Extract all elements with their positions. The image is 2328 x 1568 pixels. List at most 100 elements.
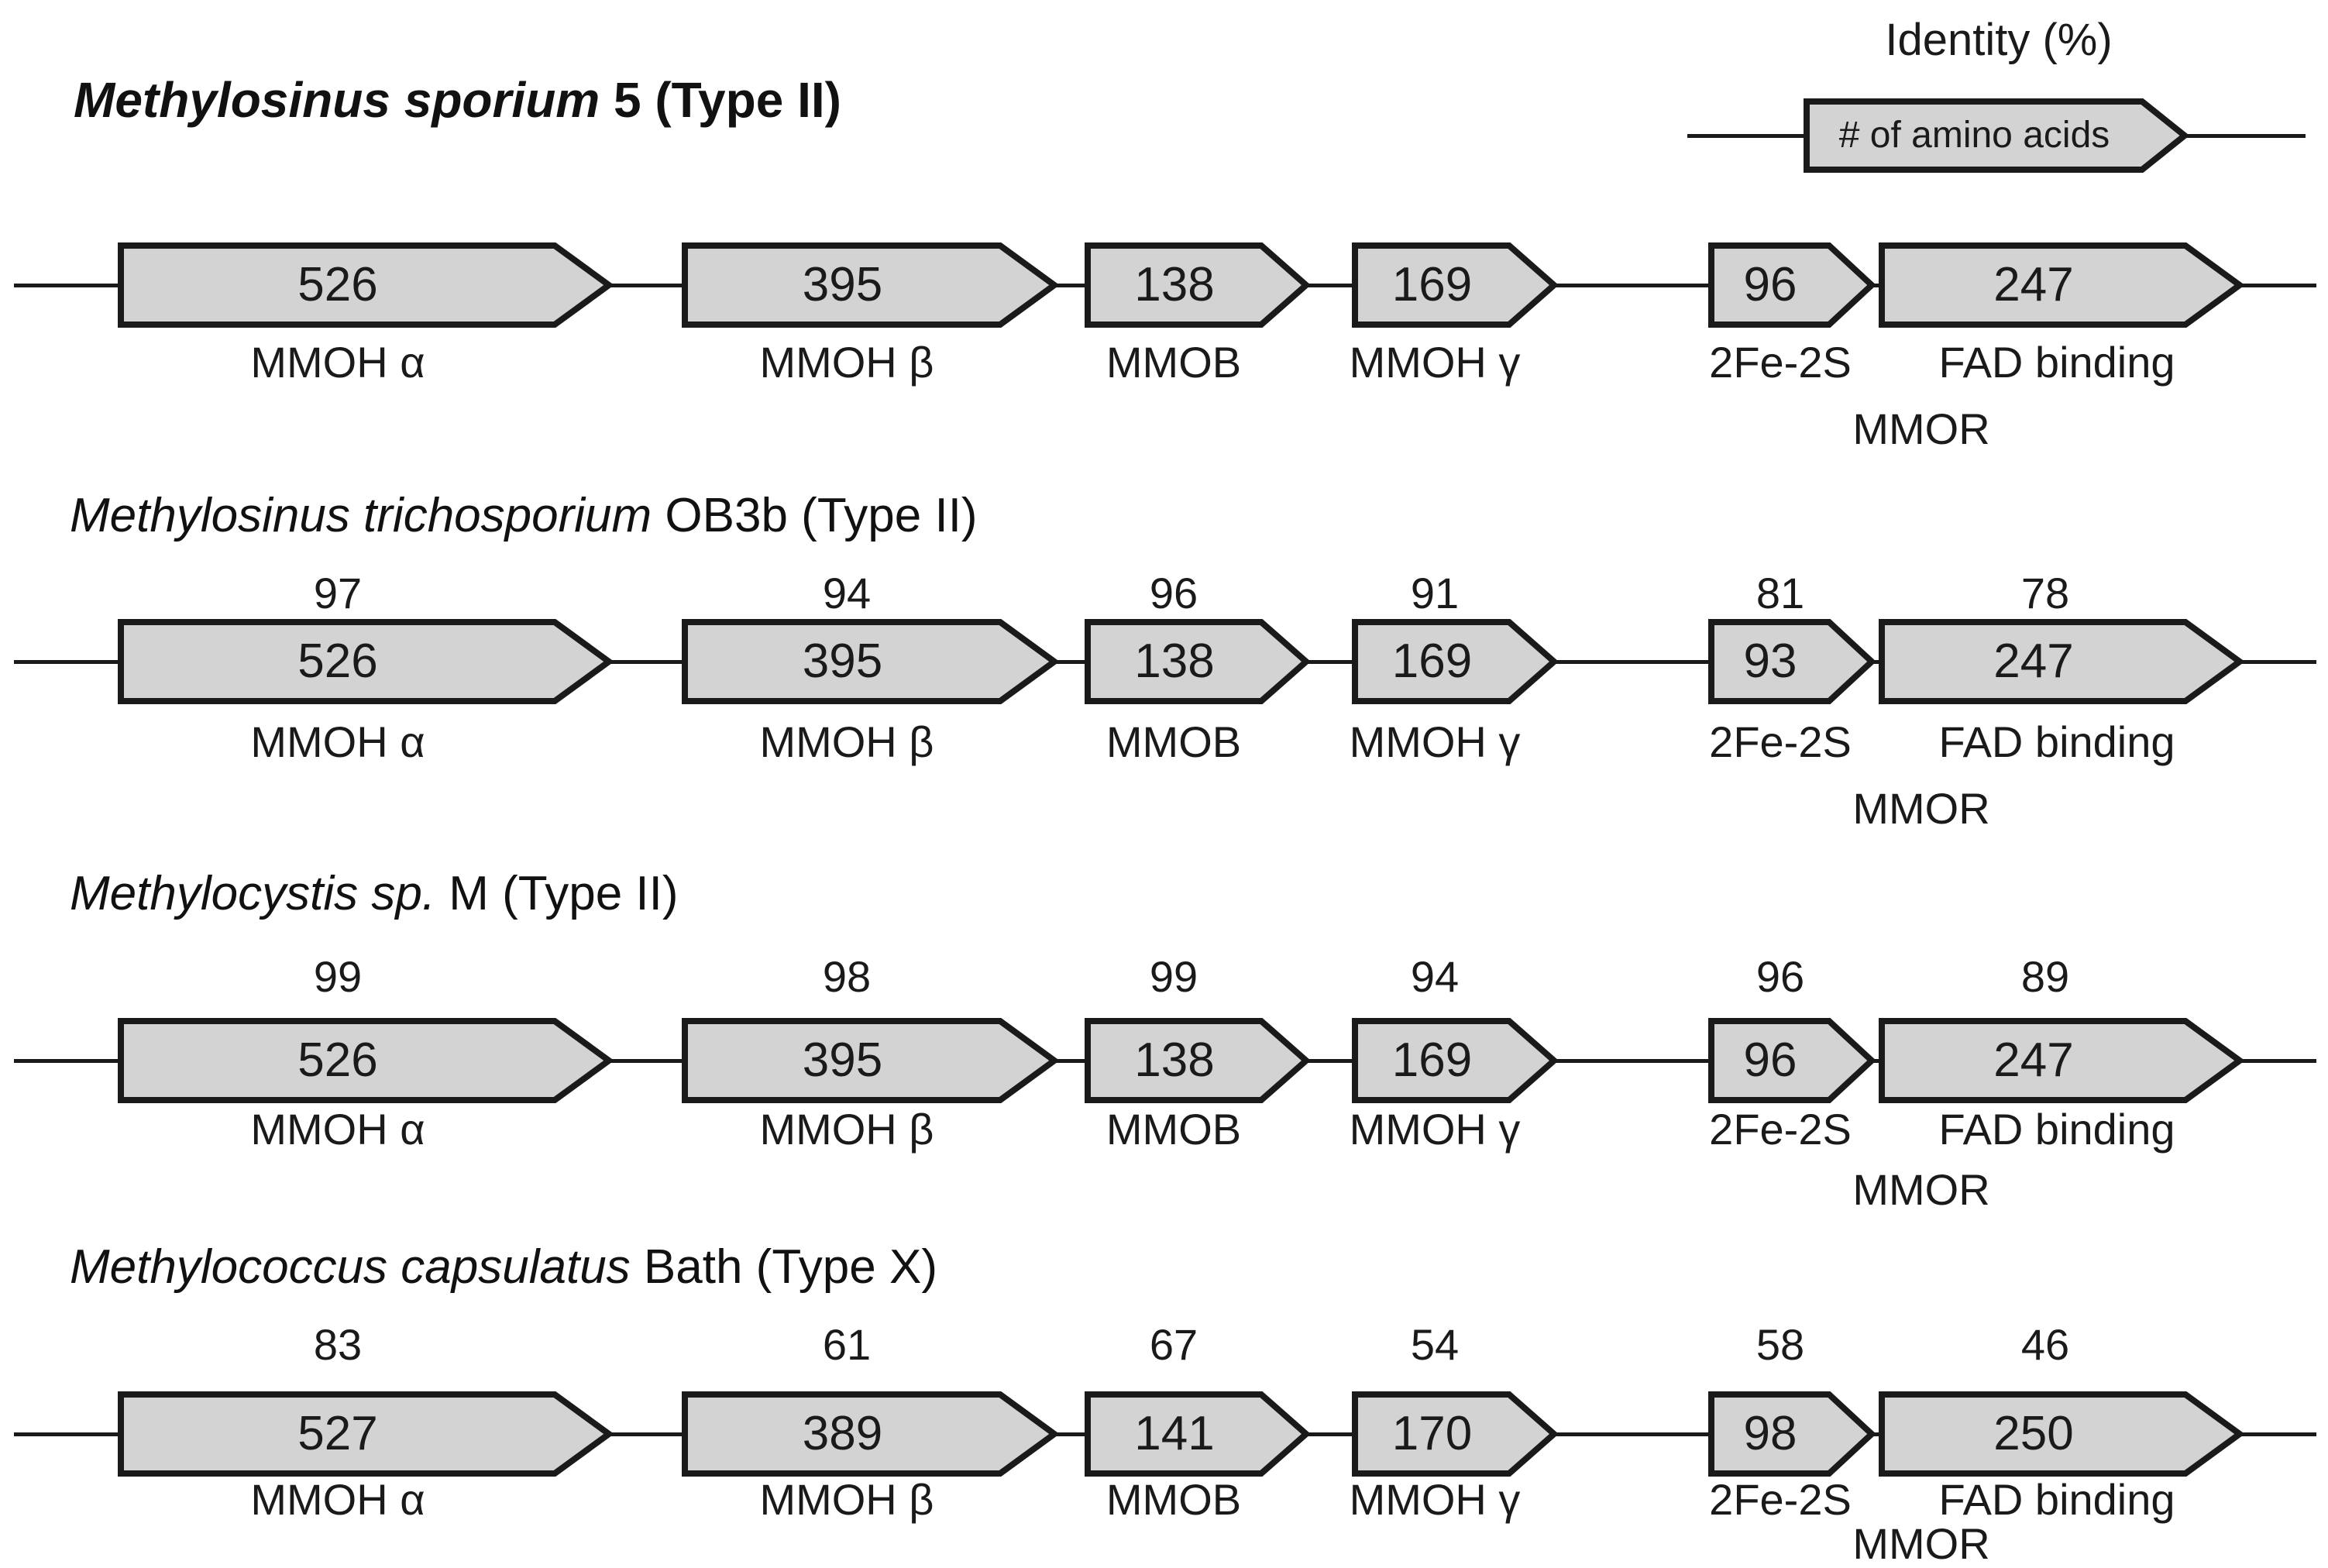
row1-species-name: Methylosinus sporium <box>74 72 600 128</box>
gene-size: 247 <box>1993 1033 2074 1087</box>
gene-size: 141 <box>1134 1407 1215 1460</box>
row2-identity-mmoh-alpha: 97 <box>313 569 363 617</box>
gene-size: 395 <box>802 1033 883 1087</box>
row3-gene-2fe2s: 96 <box>1708 1018 1875 1103</box>
gene-size: 526 <box>297 1033 378 1087</box>
gene-size: 96 <box>1743 258 1797 311</box>
row3-title: Methylocystis sp. M (Type II) <box>70 866 679 921</box>
row2-mmor-label: MMOR <box>1852 784 1990 833</box>
gene-size: 170 <box>1391 1407 1473 1460</box>
row4-identity-2fe2s: 58 <box>1755 1320 1805 1369</box>
gene-size: 138 <box>1134 1033 1215 1087</box>
gene-size: 98 <box>1743 1407 1797 1460</box>
legend-arrow-label: # of amino acids <box>1838 115 2110 156</box>
row2-gene-mmoh-alpha: 526 <box>118 619 612 704</box>
row1-gene-fad: 247 <box>1879 242 2243 328</box>
row1-label-mmoh-alpha: MMOH α <box>250 338 425 387</box>
gene-arrow-shape <box>1352 1391 1557 1477</box>
row3-identity-mmoh-beta: 98 <box>822 952 872 1001</box>
row3-label-fad: FAD binding <box>1938 1105 2175 1154</box>
gene-arrow-shape <box>1879 1391 2243 1477</box>
gene-arrow-shape <box>1879 619 2243 704</box>
gene-arrow-shape <box>118 242 612 328</box>
gene-size: 169 <box>1391 1033 1473 1087</box>
gene-size: 395 <box>802 634 883 688</box>
gene-size: 93 <box>1743 634 1797 688</box>
row2-gene-mmoh-gamma: 169 <box>1352 619 1557 704</box>
row3-strain-name: M (Type II) <box>435 867 679 920</box>
row2-label-mmob: MMOB <box>1106 717 1242 766</box>
row3-label-mmob: MMOB <box>1106 1105 1242 1154</box>
row2-identity-fad: 78 <box>2020 569 2070 617</box>
row3-label-mmoh-beta: MMOH β <box>759 1105 934 1154</box>
gene-size: 527 <box>297 1407 378 1460</box>
row2-label-2fe2s: 2Fe-2S <box>1709 717 1852 766</box>
gene-arrow-shape <box>1708 1018 1875 1103</box>
row2-strain-name: OB3b (Type II) <box>652 489 978 542</box>
gene-arrow-shape <box>1708 619 1875 704</box>
gene-size: 526 <box>297 634 378 688</box>
row2-gene-mmoh-beta: 395 <box>682 619 1057 704</box>
row1-gene-2fe2s: 96 <box>1708 242 1875 328</box>
row1-label-mmoh-beta: MMOH β <box>759 338 934 387</box>
gene-arrow-shape <box>1085 1391 1309 1477</box>
row3-gene-fad: 247 <box>1879 1018 2243 1103</box>
row1-label-fad: FAD binding <box>1938 338 2175 387</box>
row4-identity-mmoh-gamma: 54 <box>1410 1320 1460 1369</box>
row1-label-2fe2s: 2Fe-2S <box>1709 338 1852 387</box>
row1-label-mmob: MMOB <box>1106 338 1242 387</box>
row2-species-name: Methylosinus trichosporium <box>70 489 652 542</box>
row1-title: Methylosinus sporium 5 (Type II) <box>74 71 841 129</box>
gene-size: 247 <box>1993 634 2074 688</box>
gene-size: 526 <box>297 258 378 311</box>
row4-gene-mmoh-beta: 389 <box>682 1391 1057 1477</box>
row2-label-mmoh-alpha: MMOH α <box>250 717 425 766</box>
gene-size: 169 <box>1391 634 1473 688</box>
gene-size: 247 <box>1993 258 2074 311</box>
gene-arrow-shape <box>682 619 1057 704</box>
row3-identity-mmoh-gamma: 94 <box>1410 952 1460 1001</box>
row3-gene-mmoh-alpha: 526 <box>118 1018 612 1103</box>
row4-label-mmob: MMOB <box>1106 1475 1242 1524</box>
row4-identity-mmoh-beta: 61 <box>822 1320 872 1369</box>
row3-label-mmoh-alpha: MMOH α <box>250 1105 425 1154</box>
legend-arrow-shape <box>1804 98 2188 173</box>
row4-identity-mmob: 67 <box>1149 1320 1198 1369</box>
gene-arrow-shape <box>682 242 1057 328</box>
row4-species-name: Methylococcus capsulatus <box>70 1240 631 1294</box>
row1-gene-mmoh-beta: 395 <box>682 242 1057 328</box>
row3-mmor-label: MMOR <box>1852 1165 1990 1214</box>
gene-arrow-shape <box>1708 1391 1875 1477</box>
gene-size: 138 <box>1134 634 1215 688</box>
gene-size: 169 <box>1391 258 1473 311</box>
row2-label-mmoh-beta: MMOH β <box>759 717 934 766</box>
row1-mmor-label: MMOR <box>1852 404 1990 453</box>
gene-arrow-shape <box>1879 242 2243 328</box>
row4-gene-mmoh-gamma: 170 <box>1352 1391 1557 1477</box>
gene-arrow-shape <box>682 1018 1057 1103</box>
gene-arrow-shape <box>1085 242 1309 328</box>
row4-mmor-label: MMOR <box>1852 1519 1990 1568</box>
gene-arrow-shape <box>118 1391 612 1477</box>
gene-arrow-shape <box>1352 242 1557 328</box>
gene-arrow-shape <box>1085 619 1309 704</box>
row3-identity-fad: 89 <box>2020 952 2070 1001</box>
row4-gene-mmoh-alpha: 527 <box>118 1391 612 1477</box>
row4-identity-fad: 46 <box>2020 1320 2070 1369</box>
row4-gene-fad: 250 <box>1879 1391 2243 1477</box>
row4-strain-name: Bath (Type X) <box>630 1240 937 1294</box>
row3-species-name: Methylocystis sp. <box>70 867 436 920</box>
row4-label-2fe2s: 2Fe-2S <box>1709 1475 1852 1524</box>
row4-gene-2fe2s: 98 <box>1708 1391 1875 1477</box>
row2-identity-mmoh-beta: 94 <box>822 569 872 617</box>
row2-identity-2fe2s: 81 <box>1755 569 1805 617</box>
row1-strain-name: 5 (Type II) <box>600 72 841 128</box>
legend-identity-title: Identity (%) <box>1885 15 2113 65</box>
row3-identity-mmoh-alpha: 99 <box>313 952 363 1001</box>
gene-arrow-shape <box>1352 1018 1557 1103</box>
row3-label-2fe2s: 2Fe-2S <box>1709 1105 1852 1154</box>
gene-arrow-shape <box>682 1391 1057 1477</box>
gene-arrow-shape <box>1879 1018 2243 1103</box>
row2-identity-mmoh-gamma: 91 <box>1410 569 1460 617</box>
